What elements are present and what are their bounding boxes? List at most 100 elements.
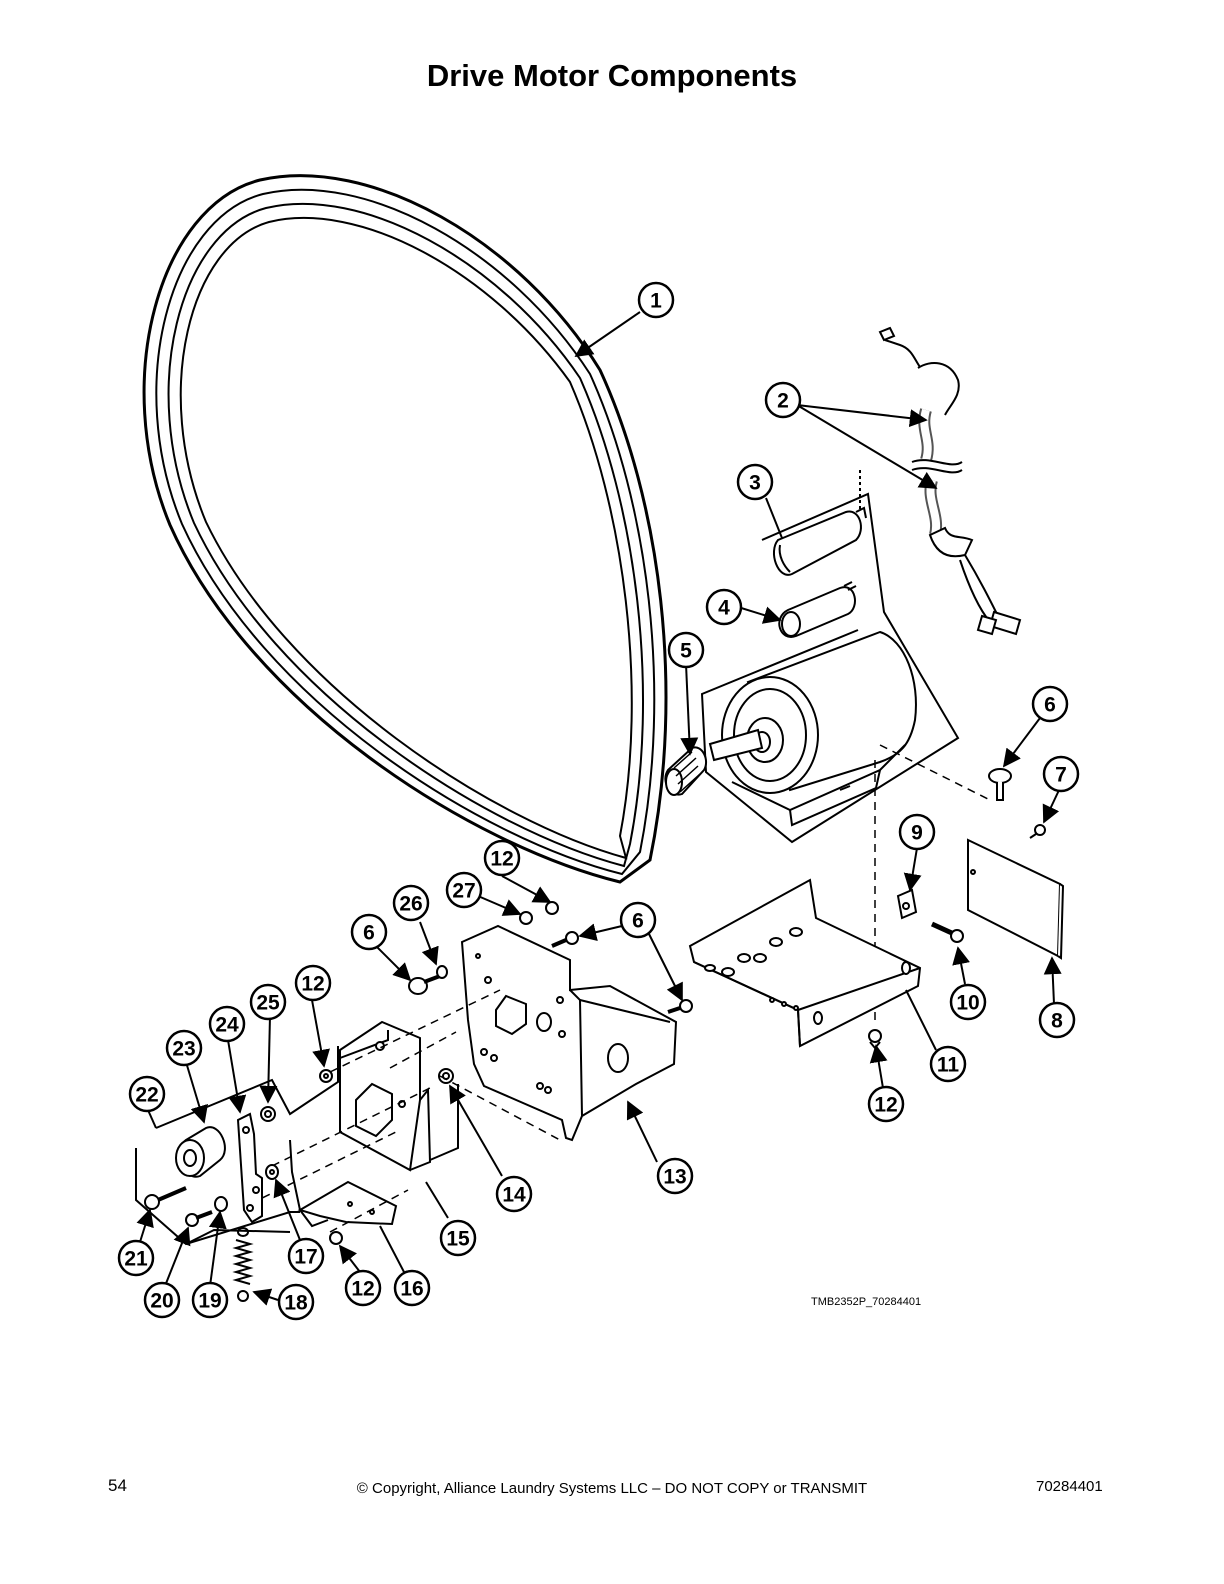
callout-circle [667, 631, 705, 669]
callout-7: 7 [1042, 755, 1080, 793]
bracket-nut [438, 1068, 454, 1084]
callout-1: 1 [637, 281, 675, 319]
copyright-notice: © Copyright, Alliance Laundry Systems LL… [356, 1480, 868, 1497]
callout-20: 20 [143, 1281, 181, 1319]
speed-clip [896, 888, 918, 920]
callout-12: 12 [344, 1269, 382, 1307]
callout-circle [249, 983, 287, 1021]
callout-number: 2 [777, 390, 789, 413]
callout-circle [287, 1237, 325, 1275]
wiring-harness [878, 326, 1022, 636]
alignment-hidden-lines [249, 989, 561, 1233]
callout-circle [208, 1005, 246, 1043]
nut-lower-right [868, 1029, 882, 1050]
tension-spring [232, 1227, 254, 1302]
callout-2: 2 [764, 381, 802, 419]
document-number: 70284401 [1036, 1478, 1103, 1495]
page-title: Drive Motor Components [426, 58, 798, 93]
callout-circle [350, 913, 388, 951]
pivot-bolt [144, 1186, 187, 1210]
callout-number: 11 [937, 1054, 960, 1077]
callout-circle [128, 1075, 166, 1113]
callout-number: 12 [874, 1094, 897, 1117]
idler-pivot-plate [339, 1020, 432, 1172]
callout-circle [392, 884, 430, 922]
callout-circle [143, 1281, 181, 1319]
callout-15: 15 [439, 1219, 477, 1257]
callout-5: 5 [667, 631, 705, 669]
callout-circle [165, 1029, 203, 1067]
callout-number: 12 [490, 848, 513, 871]
callout-21: 21 [117, 1239, 155, 1277]
callout-number: 6 [1044, 694, 1056, 717]
callout-number: 7 [1055, 764, 1067, 787]
callout-circle [445, 871, 483, 909]
callout-circle [1031, 685, 1069, 723]
callout-27: 27 [445, 871, 483, 909]
callout-circle [1038, 1001, 1076, 1039]
idler-mount-bracket [460, 924, 678, 1142]
page-number: 54 [108, 1476, 127, 1495]
callout-13: 13 [656, 1157, 694, 1195]
callout-number: 3 [749, 472, 761, 495]
callout-10: 10 [949, 983, 987, 1021]
callout-17: 17 [287, 1237, 325, 1275]
callout-circle [495, 1175, 533, 1213]
callout-number: 25 [256, 992, 280, 1015]
callout-circle [117, 1239, 155, 1277]
callout-number: 9 [911, 822, 923, 845]
callout-number: 23 [172, 1038, 195, 1061]
callout-circle [191, 1281, 229, 1319]
callout-19: 19 [191, 1281, 229, 1319]
callout-18: 18 [277, 1283, 315, 1321]
callout-14: 14 [495, 1175, 533, 1213]
callout-number: 24 [215, 1014, 239, 1037]
drive-motor [708, 630, 917, 827]
callout-6: 6 [1031, 685, 1069, 723]
callout-number: 14 [502, 1184, 526, 1207]
callout-23: 23 [165, 1029, 203, 1067]
callout-circle [898, 813, 936, 851]
callout-circle [393, 1269, 431, 1307]
callout-24: 24 [208, 1005, 246, 1043]
callout-number: 27 [452, 880, 475, 903]
callout-number: 12 [301, 973, 324, 996]
drawing-code: TMB2352P_70284401 [811, 1296, 922, 1308]
upper-hardware [408, 901, 693, 1014]
callout-number: 20 [150, 1290, 173, 1313]
callout-number: 16 [400, 1278, 423, 1301]
callout-circle [1042, 755, 1080, 793]
callout-number: 18 [284, 1292, 308, 1315]
capacitor-large [773, 470, 867, 576]
motor-pulley [664, 746, 708, 796]
callout-number: 10 [956, 992, 979, 1015]
hex-bolt [930, 921, 964, 943]
small-screw [1029, 824, 1046, 839]
shoulder-bolt [185, 1210, 213, 1227]
motor-mount-bracket [688, 878, 922, 1048]
callout-22: 22 [128, 1075, 166, 1113]
leader-lines [136, 311, 1062, 1306]
callout-number: 6 [363, 922, 375, 945]
callout-circle [949, 983, 987, 1021]
washer [265, 1164, 279, 1180]
callout-number: 22 [135, 1084, 158, 1107]
callout-4: 4 [705, 588, 743, 626]
callout-12: 12 [483, 839, 521, 877]
callout-number: 26 [399, 893, 422, 916]
callout-circle [294, 964, 332, 1002]
callout-circle [764, 381, 802, 419]
callout-circle [656, 1157, 694, 1195]
callout-26: 26 [392, 884, 430, 922]
arm-nut [260, 1106, 276, 1122]
idler-pulley [175, 1126, 226, 1178]
callout-number: 5 [680, 640, 692, 663]
callout-11: 11 [929, 1045, 967, 1083]
callout-circle [867, 1085, 905, 1123]
callout-labels: 1234567891011121314151617181920212223242… [117, 281, 1080, 1321]
nut-lower [329, 1231, 343, 1245]
callout-16: 16 [393, 1269, 431, 1307]
callout-number: 8 [1051, 1010, 1063, 1033]
callout-circle [705, 588, 743, 626]
